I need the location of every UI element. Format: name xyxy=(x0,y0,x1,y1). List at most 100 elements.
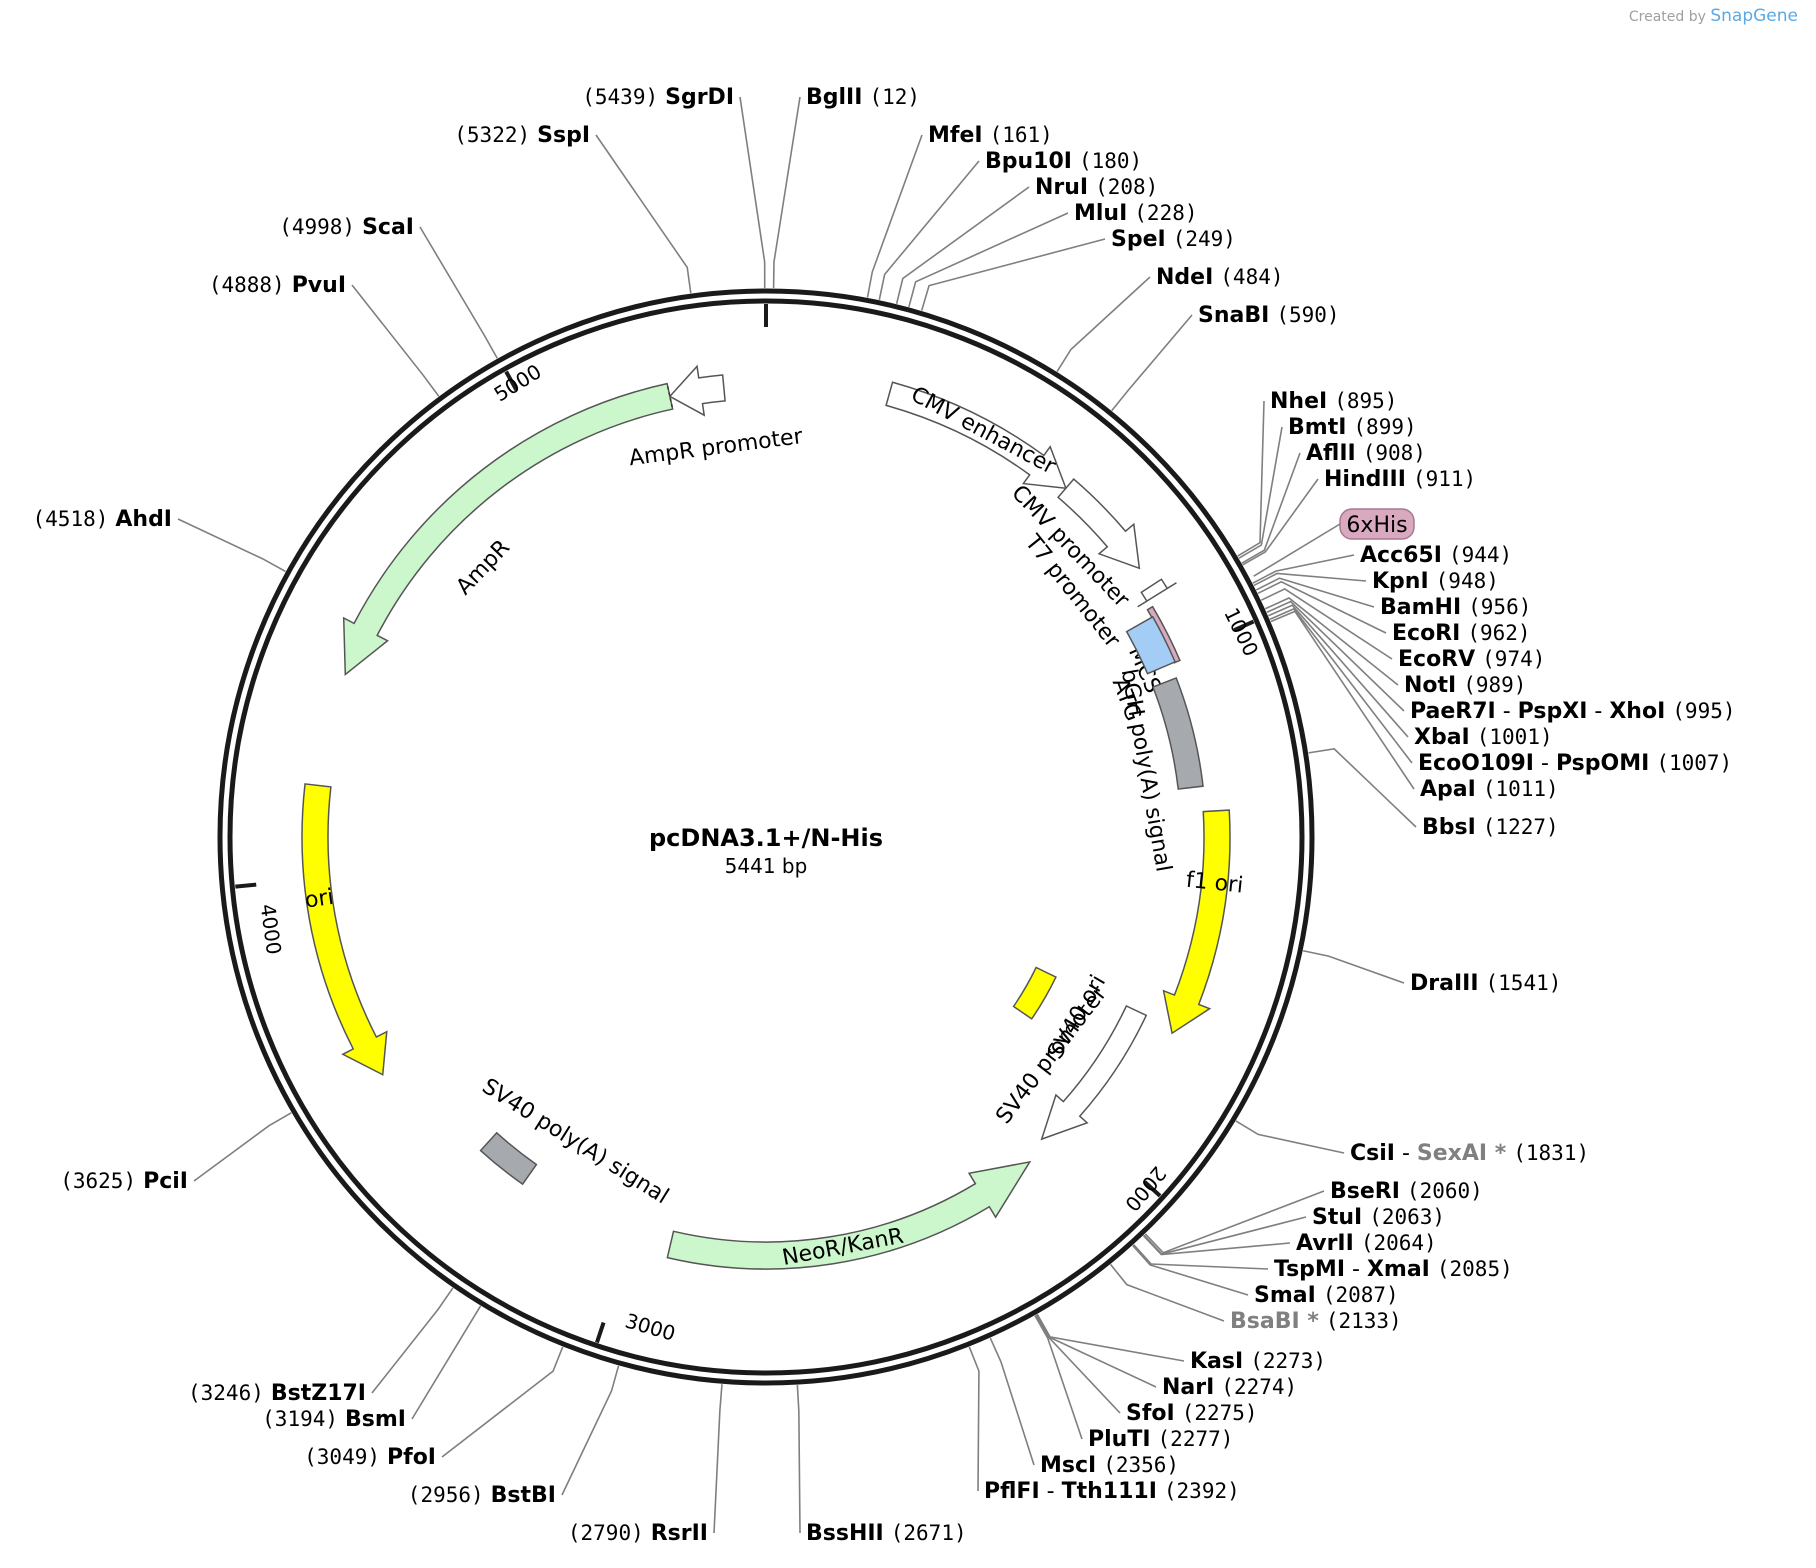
site-gap xyxy=(1127,201,1134,226)
site-spei[interactable]: SpeI (249) xyxy=(920,227,1236,311)
site-pfoi[interactable]: (3049) PfoI xyxy=(304,1346,564,1470)
enzyme-name: ScaI xyxy=(362,215,414,240)
site-position: (956) xyxy=(1468,595,1531,619)
site-apai[interactable]: ApaI (1011) xyxy=(1270,610,1559,802)
site-draiii[interactable]: DraIII (1541) xyxy=(1302,949,1562,996)
site-connector xyxy=(1144,1190,1325,1254)
site-gap xyxy=(1088,175,1095,200)
site-position: (908) xyxy=(1363,441,1426,465)
site-avrii[interactable]: AvrII (2064) xyxy=(1142,1231,1437,1256)
feature-shape xyxy=(1057,478,1141,570)
feature-f1-ori[interactable]: f1 ori xyxy=(1162,809,1245,1035)
site-csii[interactable]: CsiI - SexAI * (1831) xyxy=(1235,1120,1589,1166)
site-ndei[interactable]: NdeI (484) xyxy=(1056,265,1284,372)
site-connector xyxy=(351,284,440,397)
tag-6xhis: 6xHis xyxy=(1253,508,1415,577)
site-bamhi[interactable]: BamHI (956) xyxy=(1255,577,1531,620)
feature-bgh-poly-a-signal[interactable]: bGH poly(A) signal xyxy=(1116,667,1204,874)
site-smai[interactable]: SmaI (2087) xyxy=(1132,1244,1399,1308)
site-nhei[interactable]: NheI (895) xyxy=(1237,389,1398,557)
tick-label: 1000 xyxy=(1219,604,1263,660)
site-position: (1541) xyxy=(1486,971,1562,995)
site-scai[interactable]: (4998) ScaI xyxy=(279,215,498,359)
site-pluti[interactable]: PluTI (2277) xyxy=(1034,1315,1233,1452)
site-noti[interactable]: NotI (989) xyxy=(1264,597,1526,698)
site-gap xyxy=(285,273,292,298)
enzyme-name: PciI xyxy=(143,1169,188,1194)
site-nari[interactable]: NarI (2274) xyxy=(1035,1314,1297,1400)
site-ahdi[interactable]: (4518) AhdI xyxy=(33,507,286,573)
enzyme-name: SnaBI xyxy=(1198,303,1269,328)
site-mlui[interactable]: MluI (228) xyxy=(908,201,1198,308)
site-gap xyxy=(983,123,990,148)
site-connector xyxy=(1111,314,1193,412)
tick-mark xyxy=(1233,619,1255,632)
site-position: (2063) xyxy=(1369,1205,1445,1229)
site-bstbi[interactable]: (2956) BstBI xyxy=(408,1365,620,1508)
site-snabi[interactable]: SnaBI (590) xyxy=(1111,303,1340,412)
site-gap xyxy=(1346,415,1353,440)
site-bbsi[interactable]: BbsI (1227) xyxy=(1308,748,1559,840)
site-position: (1007) xyxy=(1656,751,1732,775)
site-connector xyxy=(441,1346,564,1458)
site-label: (5322) SspI xyxy=(454,123,590,148)
site-bsabi[interactable]: BsaBI * (2133) xyxy=(1109,1263,1402,1334)
site-ecoo109i[interactable]: EcoO109I - PspOMI (1007) xyxy=(1269,607,1732,776)
enzyme-name: Tth111I xyxy=(1062,1479,1157,1504)
feature-sv40-poly-a-signal[interactable]: SV40 poly(A) signal xyxy=(478,1074,673,1209)
site-paer7i[interactable]: PaeR7I - PspXI - XhoI (995) xyxy=(1266,600,1736,724)
site-bstz17i[interactable]: (3246) BstZ17I xyxy=(188,1287,454,1406)
enzyme-name: NarI xyxy=(1162,1375,1214,1400)
feature-cmv-enhancer[interactable]: CMV enhancer xyxy=(885,381,1068,490)
site-kasi[interactable]: KasI (2273) xyxy=(1036,1313,1326,1374)
site-bseri[interactable]: BseRI (2060) xyxy=(1144,1179,1483,1254)
feature-6xhis[interactable]: 6xHis xyxy=(1253,508,1415,577)
site-gap xyxy=(1356,441,1363,466)
site-acc65i[interactable]: Acc65I (944) xyxy=(1252,543,1512,584)
feature-ampr[interactable]: AmpR xyxy=(342,382,674,676)
site-aflii[interactable]: AflII (908) xyxy=(1241,441,1426,564)
enzyme-name: DraIII xyxy=(1410,971,1479,996)
site-tspmi[interactable]: TspMI - XmaI (2085) xyxy=(1133,1244,1513,1282)
enzyme-name: PspOMI xyxy=(1556,751,1649,776)
site-xbai[interactable]: XbaI (1001) xyxy=(1268,604,1553,750)
credit-prefix: Created by xyxy=(1628,9,1706,25)
site-bpu10i[interactable]: Bpu10I (180) xyxy=(878,149,1142,300)
site-rsrii[interactable]: (2790) RsrII xyxy=(568,1384,723,1546)
site-bmti[interactable]: BmtI (899) xyxy=(1238,415,1417,559)
site-label: Acc65I (944) xyxy=(1360,543,1512,568)
site-sfoi[interactable]: SfoI (2275) xyxy=(1035,1314,1258,1426)
site-pcii[interactable]: (3625) PciI xyxy=(60,1112,292,1194)
site-bsshii[interactable]: BssHII (2671) xyxy=(796,1385,967,1546)
site-gap xyxy=(136,1169,143,1194)
site-sgrdi[interactable]: (5439) SgrDI xyxy=(582,85,766,289)
site-gap xyxy=(1429,569,1436,594)
site-connector xyxy=(920,238,1106,311)
site-bglii[interactable]: BglII (12) xyxy=(772,85,920,289)
site-mfei[interactable]: MfeI (161) xyxy=(866,123,1053,298)
feature-ampr-promoter[interactable]: AmpR promoter xyxy=(628,364,806,471)
site-hindiii[interactable]: HindIII (911) xyxy=(1242,467,1476,566)
site-pvui[interactable]: (4888) PvuI xyxy=(209,273,440,397)
site-position: (3194) xyxy=(262,1407,338,1431)
site-label: BamHI (956) xyxy=(1380,595,1531,620)
site-connector xyxy=(1302,949,1405,984)
feature-ori[interactable]: ori xyxy=(301,783,388,1076)
site-ecori[interactable]: EcoRI (962) xyxy=(1257,580,1531,646)
enzyme-name: TspMI xyxy=(1274,1257,1345,1282)
site-gap xyxy=(1354,1231,1361,1256)
site-connector xyxy=(1270,610,1415,790)
site-nrui[interactable]: NruI (208) xyxy=(895,175,1159,304)
site-kpni[interactable]: KpnI (948) xyxy=(1253,569,1499,594)
site-gap xyxy=(1665,699,1672,724)
site-bsmi[interactable]: (3194) BsmI xyxy=(262,1305,482,1432)
site-sspi[interactable]: (5322) SspI xyxy=(454,123,692,294)
site-pflfi[interactable]: PflFI - Tth111I (2392) xyxy=(968,1346,1240,1504)
site-position: (228) xyxy=(1134,201,1197,225)
site-label: MfeI (161) xyxy=(928,123,1053,148)
feature-neor-kanr[interactable]: NeoR/KanR xyxy=(666,1160,1032,1271)
feature-shape xyxy=(668,364,726,417)
site-label: BssHII (2671) xyxy=(806,1521,967,1546)
site-msci[interactable]: MscI (2356) xyxy=(989,1337,1179,1478)
site-ecorv[interactable]: EcoRV (974) xyxy=(1260,588,1545,672)
